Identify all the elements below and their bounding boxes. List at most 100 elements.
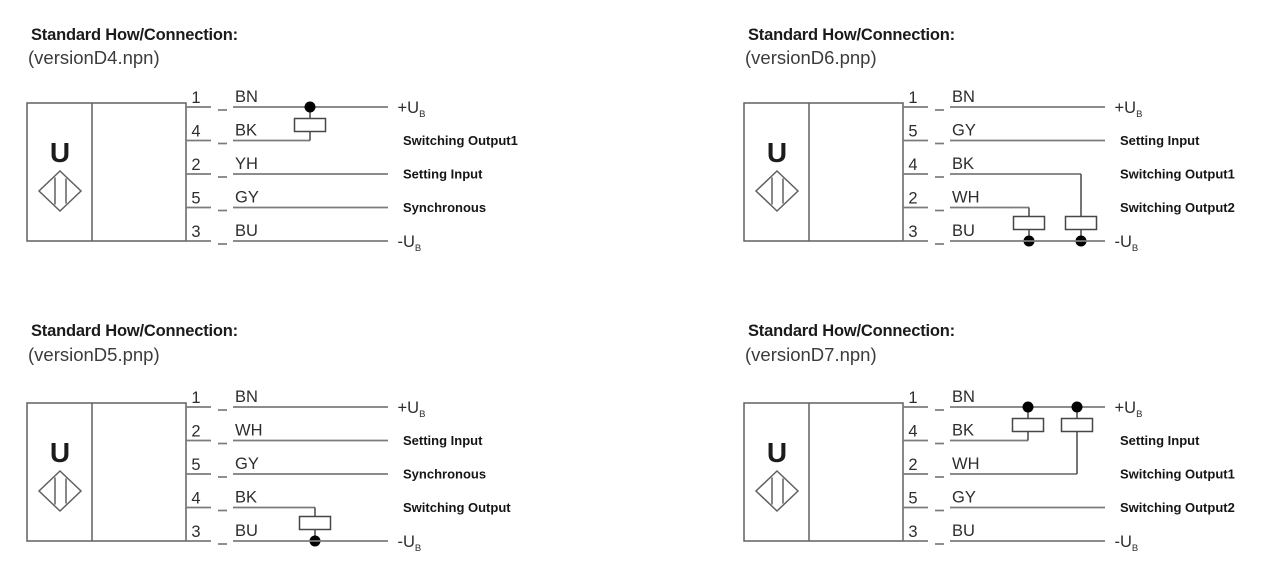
wire-color-code: BK bbox=[952, 422, 974, 440]
junction-dot bbox=[1022, 401, 1034, 413]
sensor-box bbox=[26, 102, 187, 242]
wire-color-code: GY bbox=[952, 489, 976, 507]
transducer-icon bbox=[37, 469, 83, 513]
load-resistor bbox=[293, 117, 327, 133]
pin-number: 3 bbox=[908, 523, 917, 541]
function-label: Switching Output bbox=[403, 500, 511, 515]
pin-number: 5 bbox=[191, 190, 200, 208]
wire-color-code: GY bbox=[235, 455, 259, 473]
pin-number: 2 bbox=[908, 456, 917, 474]
supply-terminal-label: -UB bbox=[398, 233, 422, 254]
pin-number: 4 bbox=[908, 423, 917, 441]
diagram-version-label: (versionD7.npn) bbox=[745, 344, 877, 365]
pin-number: 1 bbox=[908, 89, 917, 107]
junction-dot bbox=[304, 101, 316, 113]
pin-number: 3 bbox=[191, 223, 200, 241]
pin-number: 2 bbox=[191, 423, 200, 441]
wire-color-code: BU bbox=[952, 522, 975, 540]
transducer-icon bbox=[37, 169, 83, 213]
pin-number: 1 bbox=[191, 89, 200, 107]
wiring-diagram-version-d7: Standard How/Connection: (versionD7.npn)… bbox=[717, 300, 1268, 580]
pin-number: 2 bbox=[908, 190, 917, 208]
wire-color-code: BU bbox=[235, 522, 258, 540]
wire-color-code: BU bbox=[952, 222, 975, 240]
supply-terminal-label: +UB bbox=[1115, 99, 1143, 120]
function-label: Switching Output2 bbox=[1120, 500, 1235, 515]
pin-number: 5 bbox=[908, 123, 917, 141]
wire-color-code: GY bbox=[235, 189, 259, 207]
function-label: Setting Input bbox=[1120, 433, 1200, 448]
load-resistor bbox=[1012, 215, 1046, 231]
function-label: Switching Output1 bbox=[403, 133, 518, 148]
supply-terminal-label-main: -U bbox=[398, 233, 415, 251]
sensor-symbol: U bbox=[50, 437, 70, 468]
junction-dot bbox=[1071, 401, 1083, 413]
supply-terminal-label-subscript: B bbox=[1136, 409, 1142, 420]
function-label: Setting Input bbox=[1120, 133, 1200, 148]
supply-terminal-label-main: +U bbox=[1115, 99, 1137, 117]
pin-number: 5 bbox=[191, 456, 200, 474]
function-label: Switching Output1 bbox=[1120, 167, 1235, 182]
supply-terminal-label: -UB bbox=[398, 533, 422, 554]
sensor-box bbox=[743, 402, 904, 542]
sensor-box bbox=[26, 402, 187, 542]
supply-terminal-label: -UB bbox=[1115, 533, 1139, 554]
pin-number: 4 bbox=[191, 123, 200, 141]
pin-number: 3 bbox=[908, 223, 917, 241]
supply-terminal-label-subscript: B bbox=[419, 109, 425, 120]
wire-color-code: BK bbox=[235, 489, 257, 507]
supply-terminal-label-main: -U bbox=[1115, 533, 1132, 551]
diagram-title: Standard How/Connection: bbox=[748, 322, 955, 340]
function-label: Synchronous bbox=[403, 200, 486, 215]
wire-color-code: BN bbox=[952, 388, 975, 406]
supply-terminal-label-main: +U bbox=[398, 99, 420, 117]
load-resistor bbox=[1011, 417, 1045, 433]
wire-color-code: BK bbox=[235, 122, 257, 140]
supply-terminal-label-subscript: B bbox=[1132, 243, 1138, 254]
pin-number: 2 bbox=[191, 156, 200, 174]
wire-color-code: WH bbox=[952, 189, 980, 207]
pin-number: 3 bbox=[191, 523, 200, 541]
wiring-diagram-version-d4: Standard How/Connection: (versionD4.npn)… bbox=[0, 0, 551, 280]
pin-number: 1 bbox=[908, 389, 917, 407]
supply-terminal-label: +UB bbox=[398, 399, 426, 420]
wiring-diagram-version-d6: Standard How/Connection: (versionD6.pnp)… bbox=[717, 0, 1268, 280]
wire-color-code: BU bbox=[235, 222, 258, 240]
wire-color-code: BN bbox=[235, 388, 258, 406]
supply-terminal-label-subscript: B bbox=[1132, 543, 1138, 554]
diagram-version-label: (versionD5.pnp) bbox=[28, 344, 160, 365]
wiring-diagram-version-d5: Standard How/Connection: (versionD5.pnp)… bbox=[0, 300, 551, 580]
supply-terminal-label: +UB bbox=[1115, 399, 1143, 420]
pin-number: 4 bbox=[191, 490, 200, 508]
wire-color-code: YH bbox=[235, 155, 258, 173]
wire-color-code: WH bbox=[235, 422, 263, 440]
function-label: Switching Output1 bbox=[1120, 467, 1235, 482]
sensor-symbol: U bbox=[50, 137, 70, 168]
sensor-symbol: U bbox=[767, 437, 787, 468]
wiring-schematic: U 1 BN +UB 4 BK Setting Input 2 WH Switching Outp… bbox=[743, 388, 1235, 554]
function-label: Setting Input bbox=[403, 167, 483, 182]
diagram-version-label: (versionD6.pnp) bbox=[745, 47, 877, 68]
diagram-title: Standard How/Connection: bbox=[31, 322, 238, 340]
supply-terminal-label: -UB bbox=[1115, 233, 1139, 254]
supply-terminal-label-main: -U bbox=[1115, 233, 1132, 251]
wire-color-code: WH bbox=[952, 455, 980, 473]
sensor-box bbox=[743, 102, 904, 242]
supply-terminal-label-subscript: B bbox=[415, 243, 421, 254]
supply-terminal-label-subscript: B bbox=[1136, 109, 1142, 120]
load-resistor bbox=[298, 515, 332, 531]
wire-color-code: BK bbox=[952, 155, 974, 173]
pin-number: 5 bbox=[908, 490, 917, 508]
load-resistor bbox=[1060, 417, 1094, 433]
wire-color-code: BN bbox=[952, 88, 975, 106]
pin-number: 4 bbox=[908, 156, 917, 174]
transducer-icon bbox=[754, 469, 800, 513]
sensor-symbol: U bbox=[767, 137, 787, 168]
wire-color-code: GY bbox=[952, 122, 976, 140]
pin-number: 1 bbox=[191, 389, 200, 407]
supply-terminal-label-subscript: B bbox=[415, 543, 421, 554]
supply-terminal-label-main: +U bbox=[398, 399, 420, 417]
